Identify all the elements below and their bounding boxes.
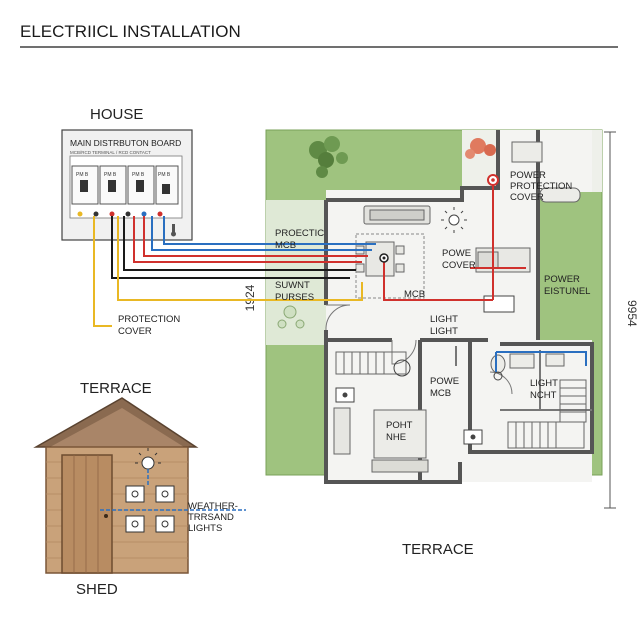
room-label: MCB [404, 289, 425, 300]
room-label: NHE [386, 432, 406, 443]
terrace-furniture [277, 305, 305, 329]
stairs [335, 351, 587, 449]
tv-unit [333, 407, 351, 455]
dimension-left: 1924 [243, 284, 257, 311]
breaker-label: PM B [76, 172, 89, 178]
distribution-board-subtitle: MCB/RCD TERMINAL / RCD CONTACT [70, 150, 151, 155]
distribution-board-title: MAIN DISTRBUTON BOARD [70, 138, 181, 148]
distribution-board [61, 129, 193, 241]
socket-icon [335, 295, 515, 445]
supply-cables [93, 216, 376, 327]
protection-cover-label: PROTECTION [118, 314, 180, 325]
bathroom-fixtures [490, 141, 581, 374]
room-label: LIGHT [430, 326, 458, 337]
room-label: MCB [275, 240, 296, 251]
room-label: POHT [386, 420, 413, 431]
room-label: LIGHT [430, 314, 458, 325]
room-label: EISTUNEL [544, 286, 590, 297]
room-label: COVER [442, 260, 476, 271]
room-label: POWE [430, 376, 459, 387]
tree-icon [309, 136, 348, 178]
room-label: POWER [544, 274, 580, 285]
room-label: PROECTIC [275, 228, 324, 239]
living-area-dashed [355, 233, 425, 299]
breaker-label: PM B [132, 172, 145, 178]
room-label: POWER [510, 170, 546, 181]
room-label: POWE [442, 248, 471, 259]
room-label: COVER [510, 192, 544, 203]
door-swing [325, 304, 513, 395]
bed [371, 409, 429, 473]
shed-lights-label: WEATHER- [188, 501, 238, 512]
shed-door [61, 454, 113, 574]
dimension-line-right [604, 131, 616, 509]
terrace-label-left: TERRACE [80, 380, 152, 397]
shed-wiring [100, 469, 246, 511]
room-label: PURSES [275, 292, 314, 303]
shed-lights-label: LIGHTS [188, 523, 222, 534]
page-title: ELECTRIICL INSTALLATION [20, 22, 241, 41]
room-label: SUWNT [275, 280, 310, 291]
room-label: NCHT [530, 390, 557, 401]
ceiling-light-icon [441, 207, 467, 233]
lighting-circuit-wire [495, 351, 587, 372]
shed-label: SHED [76, 581, 118, 598]
shrub-icon [465, 138, 496, 159]
shed-socket-icon [125, 485, 175, 533]
shed-lights-label: TRRSAND [188, 512, 234, 523]
house-heading: HOUSE [90, 106, 143, 123]
breaker-label: PM B [158, 172, 171, 178]
light-point-icon [393, 359, 503, 381]
breaker-label: PM B [104, 172, 117, 178]
room-label: MCB [430, 388, 451, 399]
mcb-icon [379, 253, 389, 263]
protection-cover-label: COVER [118, 326, 152, 337]
power-feed-wire [383, 180, 526, 301]
power-protection-point-dot [491, 178, 495, 182]
dimension-right: 9954 [625, 300, 639, 327]
interior-walls [455, 346, 592, 411]
terrace-label-bottom: TERRACE [402, 541, 474, 558]
sofa [363, 205, 431, 225]
room-label: LIGHT [530, 378, 558, 389]
room-label: PROTECTION [510, 181, 572, 192]
thermometer-icon [171, 224, 176, 237]
